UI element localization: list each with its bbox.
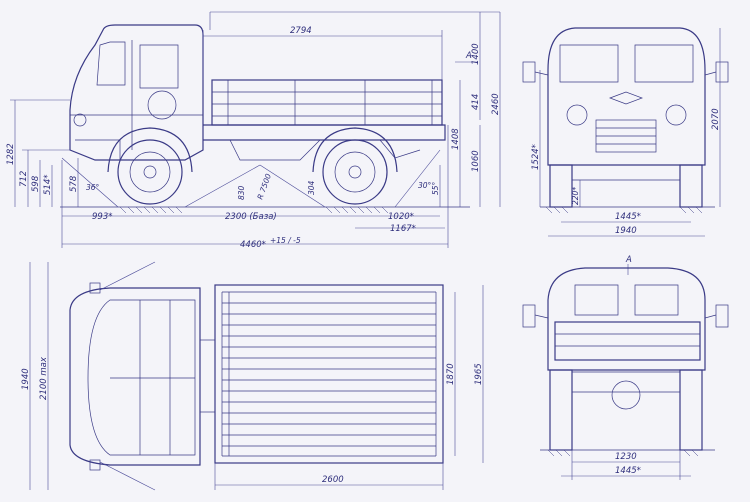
rear-wheel: [312, 127, 398, 205]
dim-total-length: 4460*: [240, 240, 266, 250]
dim-414: 414: [471, 94, 481, 110]
dim-front-track: 1445*: [615, 212, 641, 222]
dim-2460: 2460: [491, 93, 501, 115]
dim-bed-inner-length: 2600: [322, 475, 344, 485]
dim-front-width: 1940: [615, 226, 637, 236]
dim-height-1524: 1524*: [531, 144, 541, 170]
dim-1408: 1408: [451, 128, 461, 150]
dim-turn-radius: R 7500: [255, 172, 273, 200]
dim-wheelbase: 2300 (База): [225, 212, 277, 222]
side-view: 2794 A 1400 414 2460 1408 1060 55° 1282 …: [6, 11, 501, 250]
marker-a-rear: A: [625, 255, 632, 265]
dim-cab-height: 1400: [471, 43, 481, 65]
dim-bed-outer-width: 1965: [474, 363, 484, 385]
dim-578: 578: [69, 175, 79, 192]
dim-598: 598: [31, 175, 41, 192]
dim-304: 304: [307, 180, 316, 195]
dim-top-width-1940: 1940: [21, 368, 31, 390]
dim-rear-track-1445: 1445*: [615, 466, 641, 476]
dim-712: 712: [19, 171, 29, 187]
dim-rear-overhang-2: 1167*: [390, 224, 416, 234]
dim-1060: 1060: [471, 150, 481, 172]
dim-angle-mid: 30°: [418, 181, 432, 190]
rear-view: A 1230 1445*: [522, 255, 729, 480]
dim-514: 514*: [43, 175, 53, 195]
dim-angle-front: 36°: [86, 183, 100, 192]
dim-front-overhang: 993*: [92, 212, 112, 222]
marker-a-side: A: [465, 51, 472, 61]
dim-angle-rear: 55°: [431, 181, 440, 195]
dim-rear-track-1230: 1230: [615, 452, 637, 462]
dim-bed-length: 2794: [290, 26, 312, 36]
dim-total-length-tol: +15 / -5: [270, 236, 301, 245]
front-wheel: [107, 127, 193, 205]
front-view: 2070 1524* 220* 1445* 1940: [522, 27, 729, 237]
dim-clearance-220: 220*: [571, 187, 580, 205]
dim-rear-overhang: 1020*: [388, 212, 414, 222]
top-view: 1940 2100 max 1870 1965 2600: [21, 261, 484, 491]
dim-1282: 1282: [6, 143, 16, 165]
dim-830: 830: [237, 185, 246, 200]
dim-height-2070: 2070: [711, 108, 721, 130]
dim-bed-inner-width: 1870: [446, 363, 456, 385]
dim-top-mirror-width: 2100 max: [39, 356, 49, 400]
